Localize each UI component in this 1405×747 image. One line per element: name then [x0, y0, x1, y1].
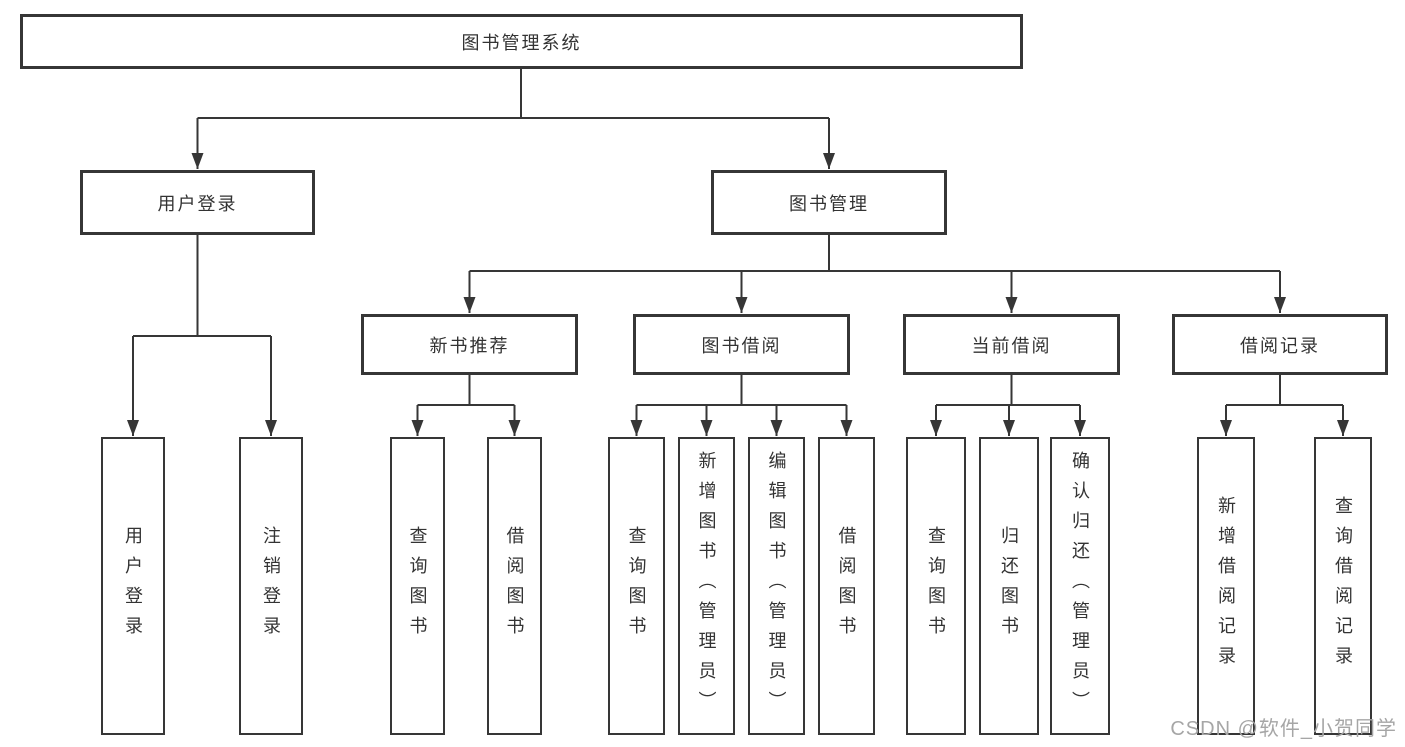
node-book-borrow: 图书借阅: [633, 314, 850, 375]
csdn-watermark: CSDN @软件_小贺同学: [1170, 718, 1397, 740]
spine-new-book: [417, 375, 515, 406]
node-book-management: 图书管理: [711, 170, 947, 235]
leaf-logout: 注销登录: [239, 437, 303, 735]
leaf-add-borrow-record: 新增借阅记录: [1197, 437, 1255, 735]
leaf-query-book-1: 查询图书: [390, 437, 445, 735]
node-root-system: 图书管理系统: [20, 14, 1023, 69]
leaf-confirm-return-admin: 确认归还（管理员）: [1050, 437, 1110, 735]
spine-root: [197, 69, 829, 119]
node-borrow-records: 借阅记录: [1172, 314, 1388, 375]
leaf-borrow-book-1: 借阅图书: [487, 437, 542, 735]
spine-book-borrow: [636, 375, 847, 406]
spine-book-management: [469, 235, 1280, 272]
spine-current-borrow: [936, 375, 1080, 406]
leaf-query-book-3: 查询图书: [906, 437, 966, 735]
node-new-book-recommend: 新书推荐: [361, 314, 578, 375]
leaf-query-borrow-record: 查询借阅记录: [1314, 437, 1372, 735]
leaf-edit-book-admin: 编辑图书（管理员）: [748, 437, 805, 735]
leaf-borrow-book-2: 借阅图书: [818, 437, 875, 735]
spine-borrow-records: [1226, 375, 1343, 406]
node-current-borrow: 当前借阅: [903, 314, 1120, 375]
node-user-login: 用户登录: [80, 170, 315, 235]
leaf-user-login: 用户登录: [101, 437, 165, 735]
spine-user-login: [133, 235, 271, 337]
leaf-add-book-admin: 新增图书（管理员）: [678, 437, 735, 735]
leaf-return-book: 归还图书: [979, 437, 1039, 735]
leaf-query-book-2: 查询图书: [608, 437, 665, 735]
